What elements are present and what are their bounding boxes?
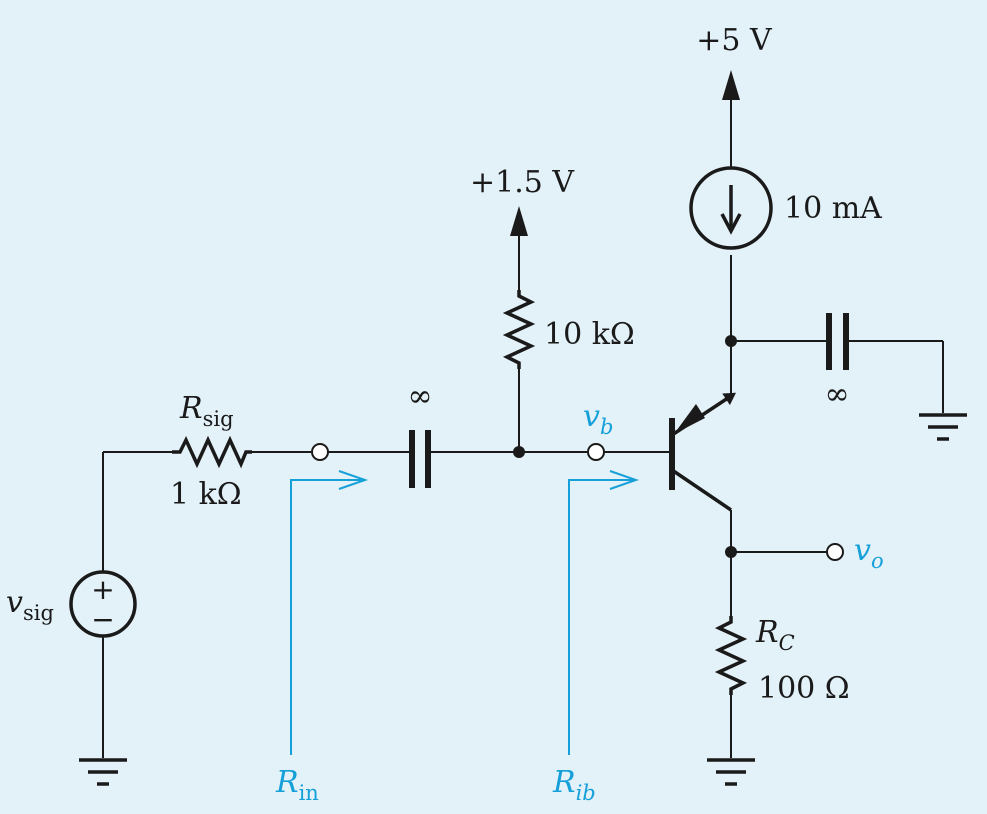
vcc-label: +5 V bbox=[696, 23, 773, 58]
rib-indicator-arrow bbox=[609, 470, 640, 490]
rin-label: Rin bbox=[275, 765, 319, 805]
ground-source bbox=[79, 758, 127, 786]
rin-indicator-line bbox=[290, 479, 362, 755]
current-source bbox=[689, 166, 773, 250]
source-plus-sign: + bbox=[91, 573, 114, 606]
ground-collector bbox=[707, 758, 755, 786]
resistor-rsig bbox=[172, 435, 252, 469]
rsig-label: Rsig bbox=[179, 391, 234, 431]
collector-lead bbox=[671, 468, 732, 512]
emitter-arrow bbox=[674, 404, 705, 434]
vb-label: vb bbox=[583, 399, 613, 439]
rb-value: 10 kΩ bbox=[544, 317, 635, 352]
vsig-label: vsig bbox=[6, 585, 54, 625]
rib-indicator-line bbox=[568, 479, 633, 755]
capacitor-coupling bbox=[409, 430, 431, 488]
source-minus-sign: − bbox=[91, 603, 114, 636]
terminal-input bbox=[311, 443, 329, 461]
rin-indicator-arrow bbox=[338, 470, 369, 490]
vo-label: vo bbox=[854, 533, 884, 573]
signal-source: + − bbox=[69, 570, 137, 638]
rsig-value: 1 kΩ bbox=[170, 477, 242, 512]
capacitor-bypass bbox=[826, 313, 849, 370]
rc-label: RC bbox=[755, 615, 795, 655]
coupling-cap-value: ∞ bbox=[408, 379, 433, 414]
ground-bypass bbox=[919, 413, 967, 441]
current-source-value: 10 mA bbox=[784, 191, 882, 226]
terminal-vo bbox=[826, 543, 844, 561]
arrow-vbias bbox=[510, 206, 528, 236]
bypass-cap-value: ∞ bbox=[825, 377, 850, 412]
arrow-vcc bbox=[722, 70, 740, 100]
rib-label: Rib bbox=[552, 765, 596, 805]
resistor-rb bbox=[502, 290, 536, 369]
resistor-rc bbox=[714, 616, 748, 695]
terminal-vb bbox=[587, 443, 605, 461]
rc-value: 100 Ω bbox=[758, 671, 850, 706]
vbias-label: +1.5 V bbox=[470, 165, 575, 200]
